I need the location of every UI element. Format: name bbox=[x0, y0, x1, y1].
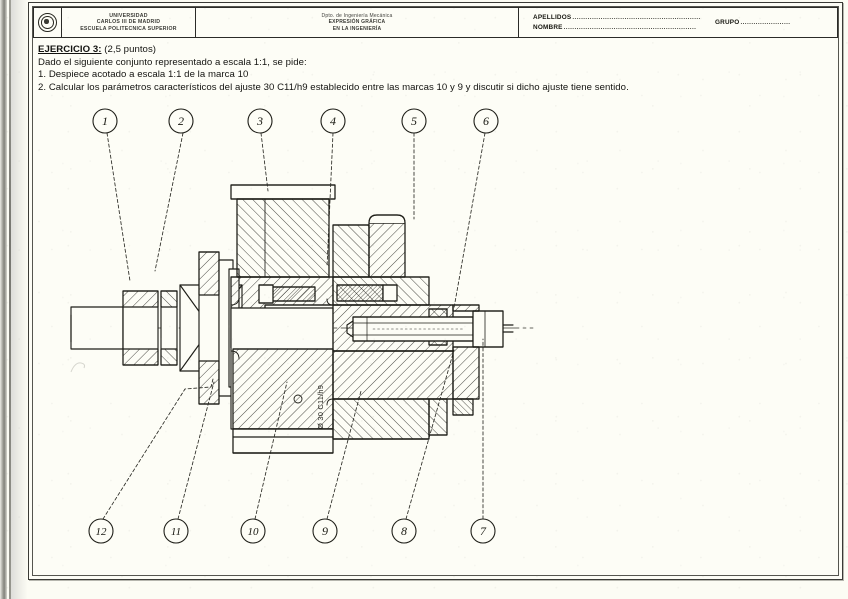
balloon-label-10: 10 bbox=[248, 526, 260, 538]
balloon-label-7: 7 bbox=[480, 524, 487, 538]
scan-edge-falloff bbox=[11, 0, 27, 599]
leader-lines-bottom bbox=[102, 338, 484, 520]
balloon-label-3: 3 bbox=[256, 114, 263, 128]
nombre-label: NOMBRE bbox=[533, 23, 563, 31]
page-border-frame bbox=[32, 6, 839, 576]
fit-annotation-text: Ø 30 C11/h9 bbox=[316, 385, 325, 429]
header-logo-cell bbox=[34, 8, 62, 37]
exercise-title: EJERCICIO 3: bbox=[38, 44, 102, 55]
university-line-2: CARLOS III DE MADRID bbox=[96, 19, 161, 26]
university-line-1: UNIVERSIDAD bbox=[109, 12, 148, 19]
page-header-table: UNIVERSIDAD CARLOS III DE MADRID ESCUELA… bbox=[33, 7, 838, 38]
balloon-10[interactable]: 10 bbox=[240, 518, 266, 544]
statement-intro: Dado el siguiente conjunto representado … bbox=[38, 56, 307, 68]
balloon-1[interactable]: 1 bbox=[92, 108, 118, 134]
part-7-screw bbox=[346, 310, 514, 348]
balloon-5[interactable]: 5 bbox=[401, 108, 427, 134]
balloon-label-8: 8 bbox=[401, 524, 407, 538]
department-line-2: EXPRESIÓN GRÁFICA bbox=[328, 19, 386, 26]
part-10-bushing bbox=[198, 251, 334, 454]
balloon-7[interactable]: 7 bbox=[470, 518, 496, 544]
balloon-4[interactable]: 4 bbox=[320, 108, 346, 134]
grupo-field[interactable]: GRUPO ....................... bbox=[715, 18, 829, 28]
balloon-9[interactable]: 9 bbox=[312, 518, 338, 544]
exercise-points: (2,5 puntos) bbox=[104, 44, 157, 55]
balloon-label-2: 2 bbox=[178, 114, 184, 128]
assembly-drawing-area: Ø 30 C11/h9 bbox=[33, 99, 838, 575]
university-seal-icon bbox=[38, 13, 57, 32]
balloon-label-1: 1 bbox=[102, 114, 108, 128]
part-pocket-hatched bbox=[336, 284, 398, 302]
apellidos-dotted-line: ........................................… bbox=[572, 13, 701, 21]
balloon-label-4: 4 bbox=[330, 114, 336, 128]
balloon-8[interactable]: 8 bbox=[391, 518, 417, 544]
exercise-statement: EJERCICIO 3: (2,5 puntos) Dado el siguie… bbox=[38, 44, 834, 94]
grupo-label: GRUPO bbox=[715, 18, 740, 26]
balloon-12[interactable]: 12 bbox=[88, 518, 114, 544]
balloon-label-5: 5 bbox=[411, 114, 417, 128]
balloon-11[interactable]: 11 bbox=[163, 518, 189, 544]
leader-lines-top bbox=[106, 132, 486, 309]
department-line-1: Dpto. de Ingeniería Mecánica bbox=[321, 12, 393, 19]
balloon-label-11: 11 bbox=[171, 526, 181, 538]
assembly-fillets bbox=[230, 296, 334, 406]
scan-edge-line bbox=[9, 0, 11, 599]
statement-title-line: EJERCICIO 3: (2,5 puntos) bbox=[38, 44, 834, 57]
nombre-field[interactable]: NOMBRE .................................… bbox=[533, 23, 711, 33]
part-5-post bbox=[368, 214, 406, 278]
balloon-label-9: 9 bbox=[322, 524, 328, 538]
department-line-3: EN LA INGENIERÍA bbox=[332, 25, 382, 32]
header-department-cell: Dpto. de Ingeniería Mecánica EXPRESIÓN G… bbox=[196, 8, 519, 37]
assembly-drawing-svg: Ø 30 C11/h9 bbox=[70, 108, 534, 544]
balloon-label-12: 12 bbox=[96, 526, 108, 538]
fit-annotation-group: Ø 30 C11/h9 bbox=[316, 385, 325, 429]
part-4-sleeve bbox=[332, 224, 370, 278]
nombre-dotted-line: ........................................… bbox=[563, 23, 697, 31]
part-2-key-insert bbox=[258, 284, 316, 304]
scan-edge-shadow bbox=[0, 0, 7, 599]
statement-item-2: 2. Calcular los parámetros característic… bbox=[38, 81, 629, 93]
university-line-3: ESCUELA POLITECNICA SUPERIOR bbox=[80, 25, 177, 32]
balloon-3[interactable]: 3 bbox=[247, 108, 273, 134]
part-3-top-block bbox=[230, 184, 336, 278]
exam-page-sheet: UNIVERSIDAD CARLOS III DE MADRID ESCUELA… bbox=[28, 2, 843, 580]
statement-item-1: 1. Despiece acotado a escala 1:1 de la m… bbox=[38, 69, 249, 81]
part-left-shaft bbox=[70, 290, 159, 366]
lower-body-outline bbox=[232, 438, 430, 454]
grupo-dotted-line: ....................... bbox=[740, 18, 791, 26]
apellidos-field[interactable]: APELLIDOS ..............................… bbox=[533, 13, 711, 23]
header-university-cell: UNIVERSIDAD CARLOS III DE MADRID ESCUELA… bbox=[62, 8, 196, 37]
balloon-label-6: 6 bbox=[483, 114, 489, 128]
apellidos-label: APELLIDOS bbox=[533, 13, 572, 21]
balloon-6[interactable]: 6 bbox=[473, 108, 499, 134]
balloon-2[interactable]: 2 bbox=[168, 108, 194, 134]
header-student-cell: APELLIDOS ..............................… bbox=[519, 8, 837, 37]
part-right-cap bbox=[452, 304, 480, 416]
